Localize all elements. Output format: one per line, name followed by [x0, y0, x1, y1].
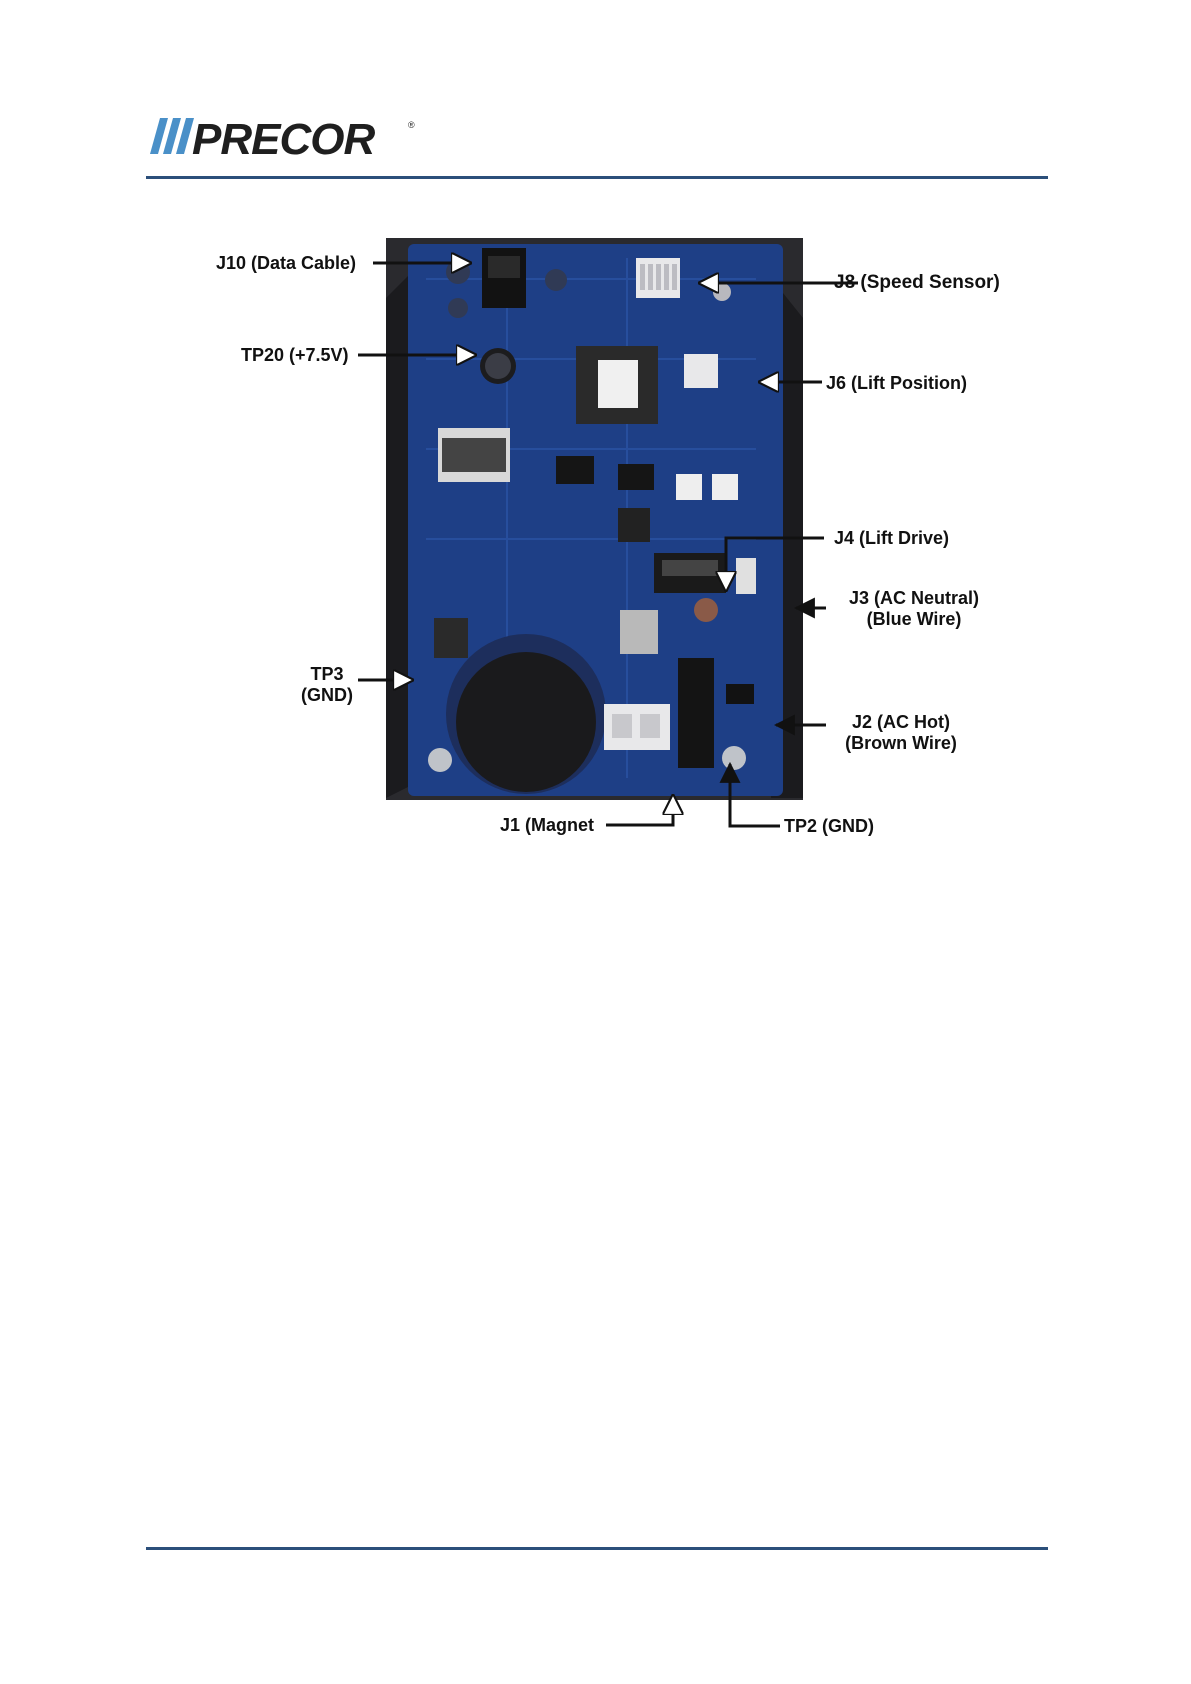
callout-j8-speed-sensor: J8 (Speed Sensor)	[834, 272, 1000, 293]
callout-j1-magnet: J1 (Magnet	[500, 815, 594, 836]
callout-tp20: TP20 (+7.5V)	[241, 345, 349, 366]
callout-j2-line1: J2 (AC Hot)	[836, 712, 966, 733]
callout-tp3-line1: TP3	[298, 664, 356, 685]
callout-j2-ac-hot: J2 (AC Hot) (Brown Wire)	[836, 712, 966, 754]
callout-j10-data-cable: J10 (Data Cable)	[216, 253, 356, 274]
callout-j6-lift-position: J6 (Lift Position)	[826, 373, 967, 394]
callout-j2-line2: (Brown Wire)	[836, 733, 966, 754]
footer-rule	[146, 1547, 1048, 1550]
callout-tp3-gnd: TP3 (GND)	[298, 664, 356, 706]
callout-j4-lift-drive: J4 (Lift Drive)	[834, 528, 949, 549]
callout-tp2-gnd: TP2 (GND)	[784, 816, 874, 837]
callout-j3-line2: (Blue Wire)	[836, 609, 992, 630]
callout-j3-line1: J3 (AC Neutral)	[836, 588, 992, 609]
callout-j3-ac-neutral: J3 (AC Neutral) (Blue Wire)	[836, 588, 992, 630]
callout-tp3-line2: (GND)	[298, 685, 356, 706]
